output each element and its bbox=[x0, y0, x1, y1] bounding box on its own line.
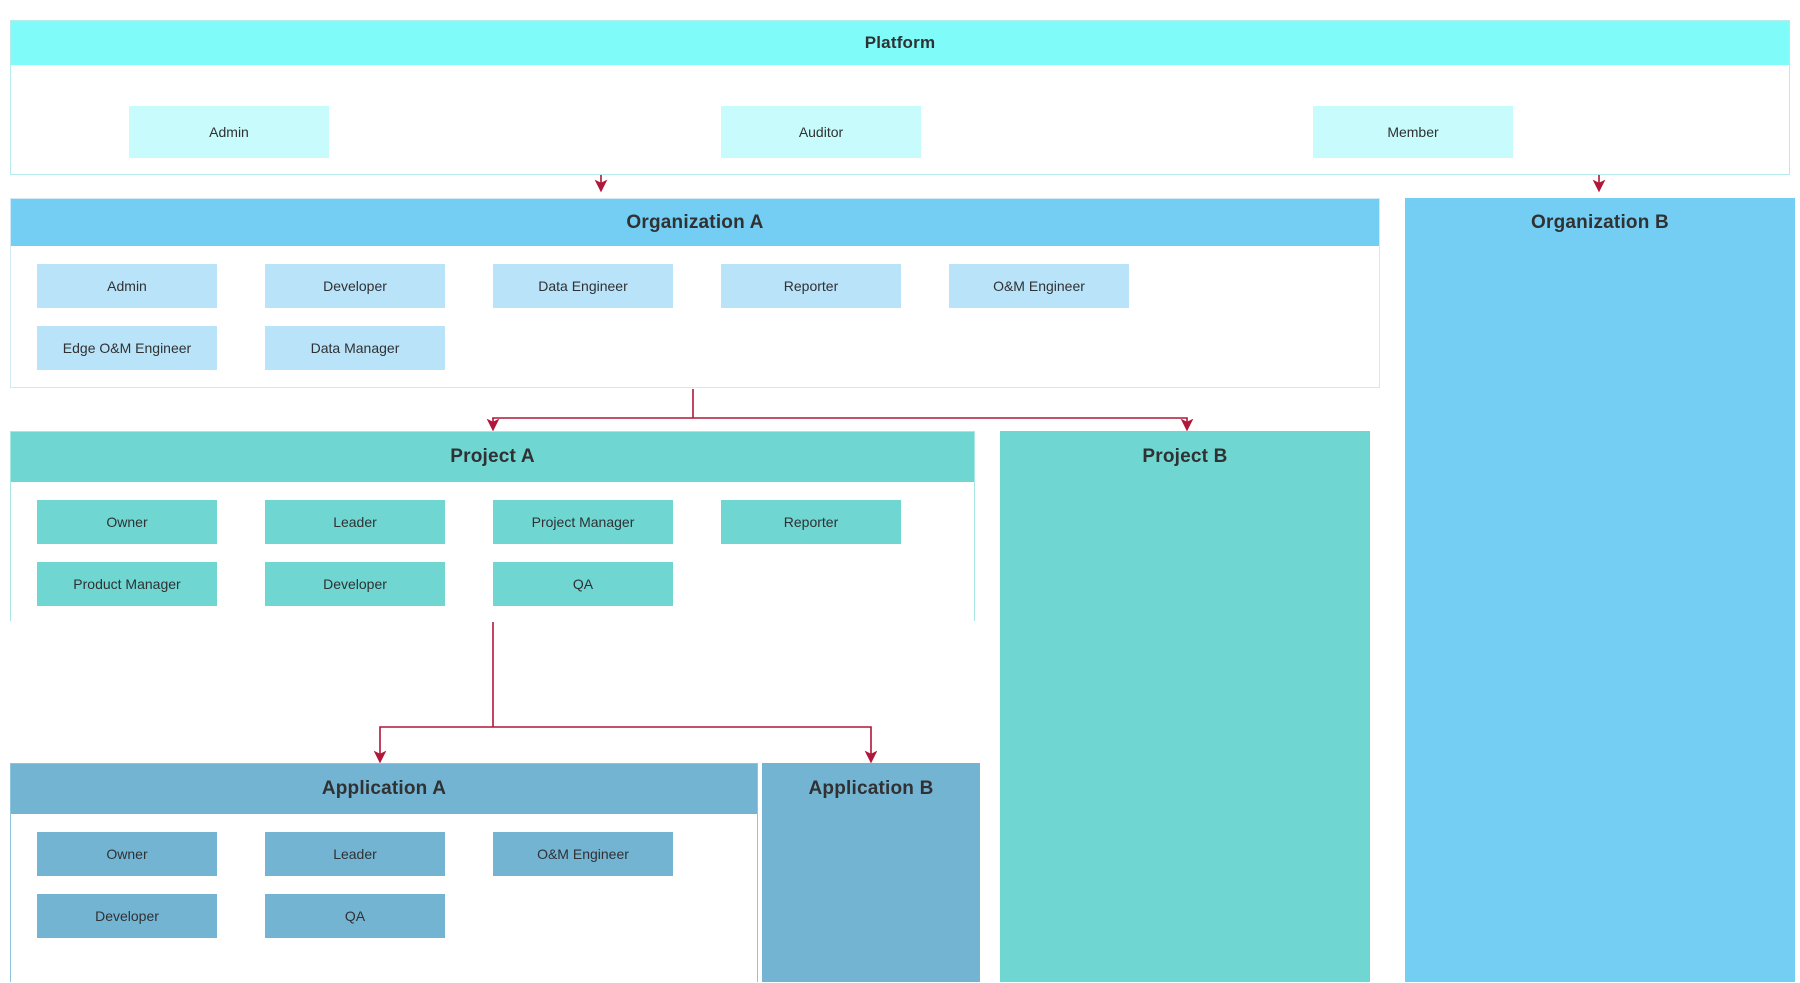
connector-project-to-applications bbox=[373, 622, 878, 764]
project-a-title: Project A bbox=[11, 432, 974, 482]
application-a-panel[interactable]: Application A Owner Leader O&M Engineer … bbox=[10, 763, 758, 983]
organization-a-roles: Admin Developer Data Engineer Reporter O… bbox=[11, 246, 1379, 387]
platform-role-chip[interactable]: Member bbox=[1313, 106, 1513, 158]
application-role-chip[interactable]: Developer bbox=[37, 894, 217, 938]
platform-panel[interactable]: Platform Admin Auditor Member bbox=[10, 20, 1790, 175]
organization-role-chip[interactable]: Edge O&M Engineer bbox=[37, 326, 217, 370]
project-role-chip[interactable]: Reporter bbox=[721, 500, 901, 544]
platform-role-chip[interactable]: Auditor bbox=[721, 106, 921, 158]
organization-b-panel[interactable]: Organization B bbox=[1405, 198, 1795, 982]
application-a-title: Application A bbox=[11, 764, 757, 814]
platform-roles: Admin Auditor Member bbox=[11, 65, 1789, 174]
organization-role-chip[interactable]: Data Engineer bbox=[493, 264, 673, 308]
application-role-chip[interactable]: Owner bbox=[37, 832, 217, 876]
project-a-roles: Owner Leader Project Manager Reporter Pr… bbox=[11, 482, 974, 622]
organization-role-chip[interactable]: Developer bbox=[265, 264, 445, 308]
platform-title: Platform bbox=[11, 21, 1789, 65]
application-b-title: Application B bbox=[808, 778, 934, 799]
connector-organization-to-projects bbox=[486, 389, 1194, 432]
organization-a-panel[interactable]: Organization A Admin Developer Data Engi… bbox=[10, 198, 1380, 388]
project-role-chip[interactable]: Owner bbox=[37, 500, 217, 544]
project-b-title: Project B bbox=[1142, 446, 1228, 467]
project-role-chip[interactable]: Leader bbox=[265, 500, 445, 544]
project-b-panel[interactable]: Project B bbox=[1000, 431, 1370, 982]
organization-b-title: Organization B bbox=[1531, 211, 1669, 233]
application-b-panel[interactable]: Application B bbox=[762, 763, 980, 982]
project-role-chip[interactable]: QA bbox=[493, 562, 673, 606]
organization-role-chip[interactable]: Data Manager bbox=[265, 326, 445, 370]
project-role-chip[interactable]: Project Manager bbox=[493, 500, 673, 544]
application-role-chip[interactable]: Leader bbox=[265, 832, 445, 876]
application-role-chip[interactable]: QA bbox=[265, 894, 445, 938]
project-role-chip[interactable]: Product Manager bbox=[37, 562, 217, 606]
platform-role-chip[interactable]: Admin bbox=[129, 106, 329, 158]
application-a-roles: Owner Leader O&M Engineer Developer QA bbox=[11, 814, 757, 983]
organization-role-chip[interactable]: Reporter bbox=[721, 264, 901, 308]
organization-a-title: Organization A bbox=[11, 199, 1379, 246]
organization-role-chip[interactable]: Admin bbox=[37, 264, 217, 308]
project-a-panel[interactable]: Project A Owner Leader Project Manager R… bbox=[10, 431, 975, 622]
application-role-chip[interactable]: O&M Engineer bbox=[493, 832, 673, 876]
project-role-chip[interactable]: Developer bbox=[265, 562, 445, 606]
organization-role-chip[interactable]: O&M Engineer bbox=[949, 264, 1129, 308]
